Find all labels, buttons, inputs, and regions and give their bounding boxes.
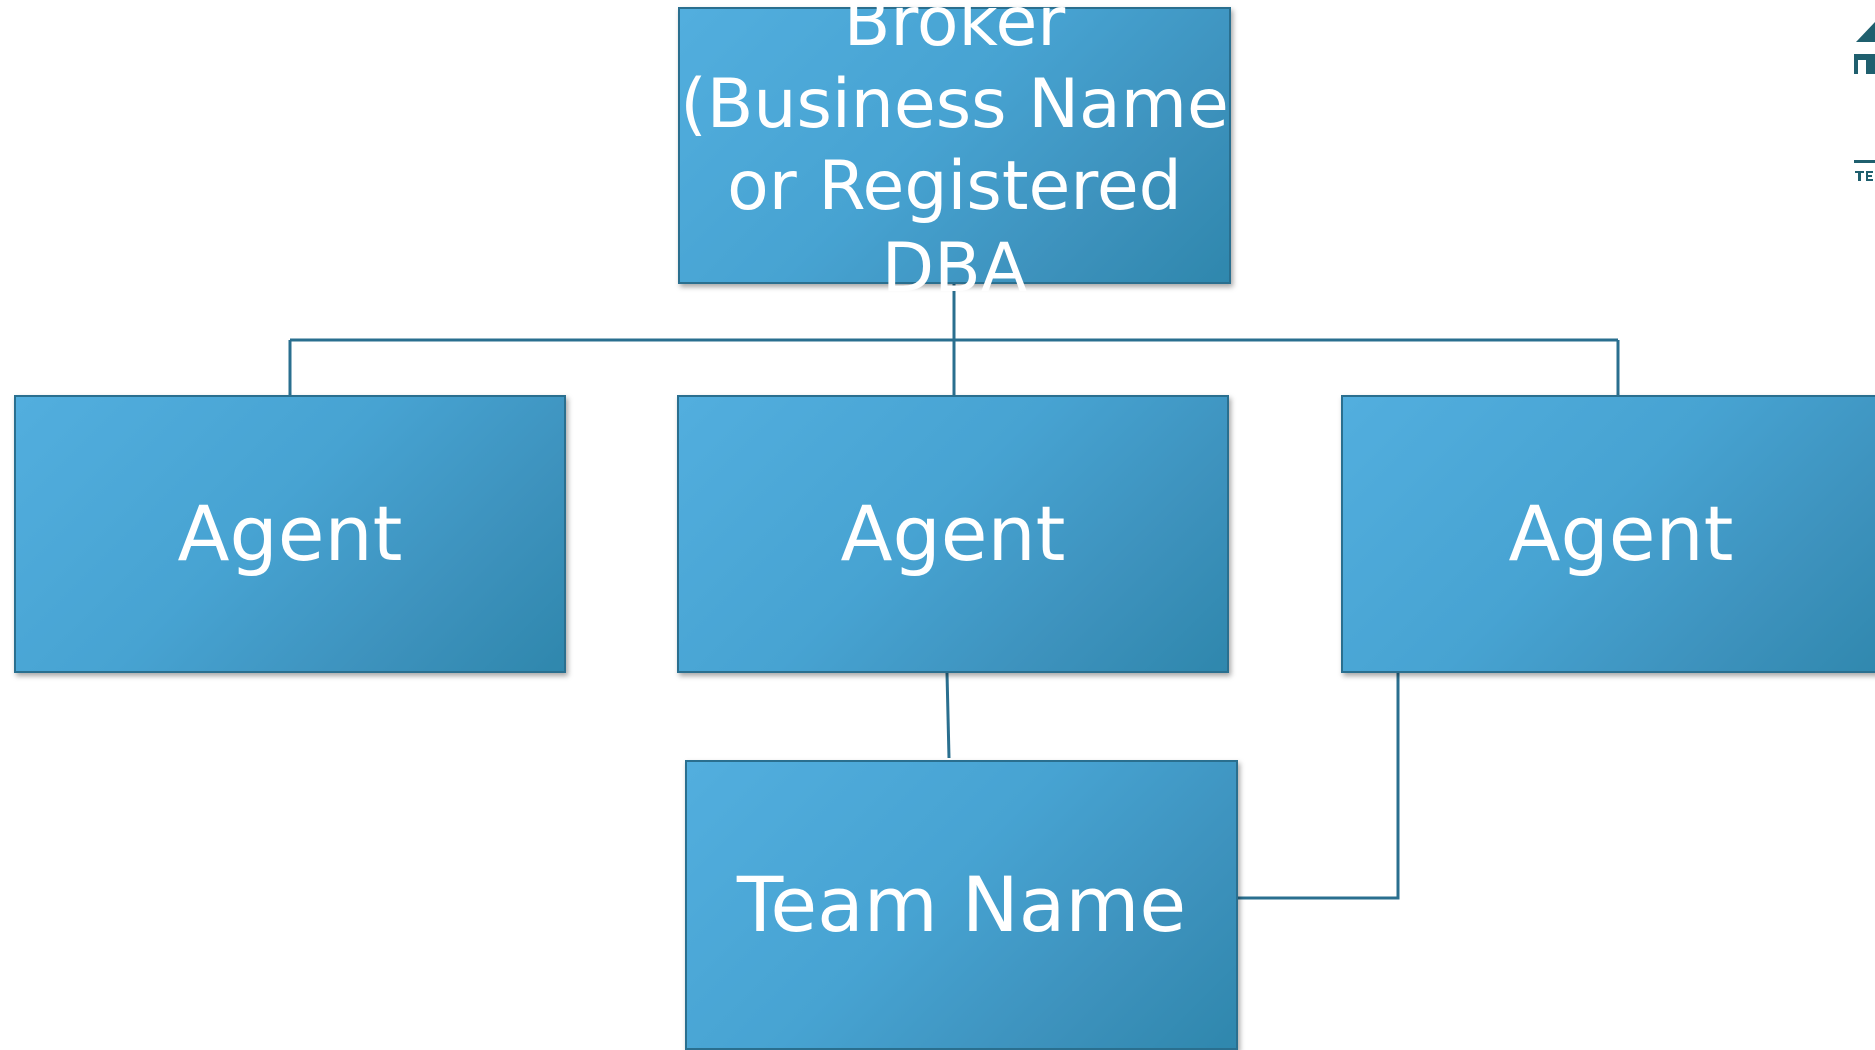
connector-right-team — [1238, 673, 1400, 900]
connector-center-team — [945, 672, 951, 759]
agent-label-left: Agent — [177, 489, 403, 579]
broker-label: Broker (Business Name or Registered DBA — [680, 0, 1229, 308]
agent-node-center: Agent — [677, 395, 1229, 673]
agent-node-left: Agent — [14, 395, 566, 673]
house-logo-icon — [1854, 22, 1875, 181]
team-node: Team Name — [685, 760, 1238, 1050]
broker-node: Broker (Business Name or Registered DBA — [678, 0, 1231, 308]
agent-label-right: Agent — [1508, 489, 1734, 579]
agent-node-right: Agent — [1341, 395, 1875, 673]
team-label: Team Name — [736, 860, 1187, 950]
agent-label-center: Agent — [840, 489, 1066, 579]
